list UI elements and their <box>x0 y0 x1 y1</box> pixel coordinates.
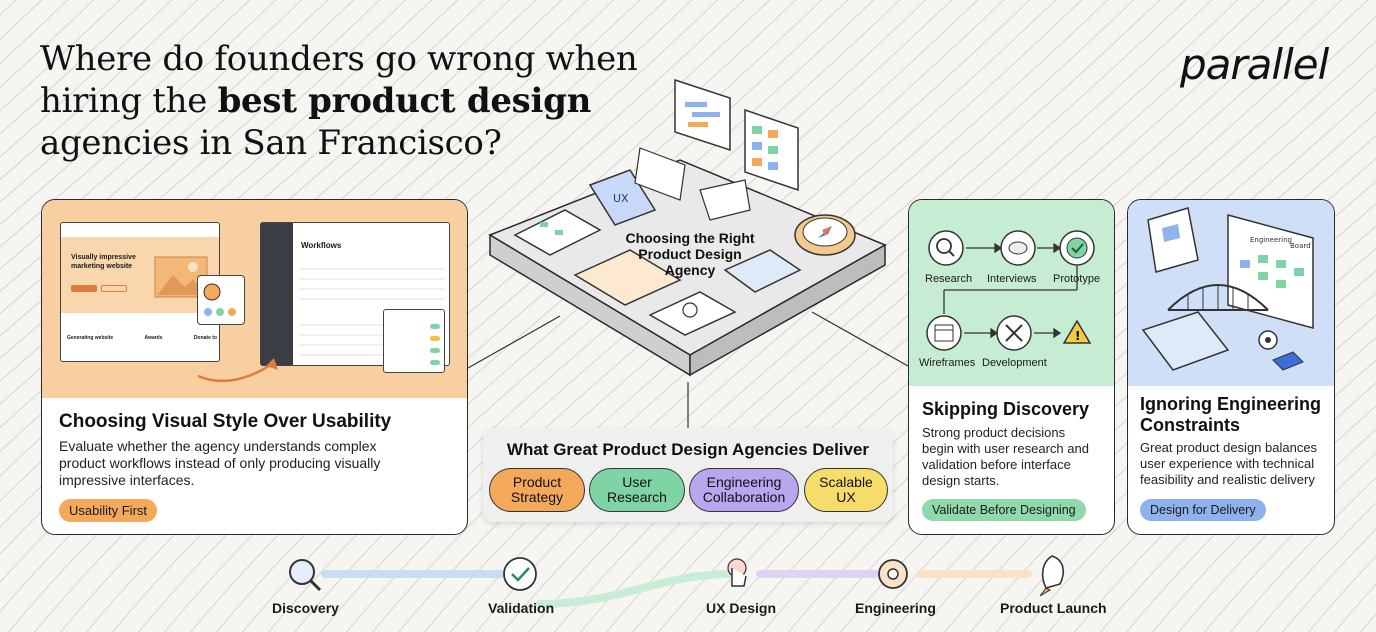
timeline-label-product-launch: Product Launch <box>1000 600 1107 616</box>
svg-text:!: ! <box>1075 329 1080 343</box>
timeline-label-validation: Validation <box>488 600 555 616</box>
warning-triangle-icon: ! <box>1062 319 1092 344</box>
mock-web-heading: Visually impressive marketing website <box>71 254 136 270</box>
video-screen-icon <box>1147 207 1199 273</box>
research-magnifier-icon <box>936 238 955 257</box>
timeline-label-engineering: Engineering <box>855 600 936 616</box>
ux-card-icon: UX <box>588 169 657 226</box>
step-label-interviews: Interviews <box>987 273 1037 285</box>
card-engineering-body: Great product design balances user exper… <box>1140 440 1318 487</box>
avatar-icon <box>203 283 236 316</box>
board-label-board: Board <box>1290 242 1311 250</box>
step-label-prototype: Prototype <box>1053 273 1101 285</box>
headline-line-2: hiring the best product design <box>40 81 592 121</box>
board-label-engineering: Engineering <box>1250 236 1292 244</box>
clipboard-checklist-icon <box>513 209 602 256</box>
loose-papers-icon <box>634 147 751 221</box>
step-label-wireframes: Wireframes <box>919 357 976 369</box>
headline-line-1: Where do founders go wrong when <box>40 39 638 79</box>
arrow-icon <box>197 358 278 383</box>
discovery-flow-diagram: ! <box>926 230 1095 351</box>
card-visual-style-body: Evaluate whether the agency understands … <box>59 438 381 488</box>
gear-icon <box>1258 330 1278 350</box>
card-engineering-title: Ignoring Engineering Constraints <box>1140 394 1321 435</box>
kanban-board-icon: Engineering Board <box>1227 214 1314 329</box>
floating-gantt-screen-icon <box>674 78 731 152</box>
card-discovery-title: Skipping Discovery <box>922 399 1090 419</box>
card-engineering-tag: Design for Delivery <box>1140 499 1266 521</box>
timeline-label-discovery: Discovery <box>272 600 339 616</box>
wireframe-sheet-icon <box>573 249 682 306</box>
floating-grid-screen-icon <box>744 108 799 192</box>
bridge-icon <box>1167 284 1269 311</box>
prototype-check-icon <box>1066 237 1088 259</box>
card-discovery-body: Strong product decisions begin with user… <box>922 425 1089 488</box>
mock-app-title: Workflows <box>301 241 342 250</box>
hand-tap-icon <box>727 558 747 587</box>
card-visual-style-tag: Usability First <box>59 499 158 522</box>
mock-profile-card <box>197 275 245 325</box>
wireframes-layout-icon <box>934 324 954 342</box>
card-discovery-tag: Validate Before Designing <box>922 499 1086 521</box>
tablet-icon <box>1141 311 1230 371</box>
timeline-track <box>289 555 1065 608</box>
magnifier-icon <box>289 559 322 592</box>
mock-web-columns: Generating website Awards Donate to <box>67 335 217 341</box>
rocket-icon <box>1039 555 1065 597</box>
headline-line-3: agencies in San Francisco? <box>40 123 502 163</box>
svg-text:UX: UX <box>613 192 629 205</box>
card-visual-style: Visually impressive marketing website Ge… <box>41 199 468 535</box>
mock-app-side-panel <box>383 309 445 373</box>
engineering-bridge-illustration: Engineering Board <box>1141 207 1314 371</box>
center-platform-illustration: UX <box>488 78 887 377</box>
deliverables-panel: What Great Product Design Agencies Deliv… <box>483 428 893 522</box>
development-tools-icon <box>1005 324 1023 342</box>
headline-emphasis: best product design <box>217 81 592 121</box>
card-visual-style-title: Choosing Visual Style Over Usability <box>59 411 392 432</box>
gear-icon <box>878 559 908 589</box>
mock-marketing-website: Visually impressive marketing website Ge… <box>60 222 220 362</box>
document-stack-icon <box>648 291 737 336</box>
deliverables-title: What Great Product Design Agencies Deliv… <box>506 440 870 459</box>
card-visual-style-illustration: Visually impressive marketing website Ge… <box>42 200 467 398</box>
timeline-label-ux-design: UX Design <box>706 600 777 616</box>
brand-logo: parallel <box>1180 40 1329 89</box>
interviews-chat-icon <box>1008 241 1028 255</box>
step-label-research: Research <box>925 273 973 285</box>
chip-icon <box>1272 351 1304 371</box>
check-circle-icon <box>503 557 537 591</box>
page-headline: Where do founders go wrong when hiring t… <box>40 38 640 164</box>
notes-sheet-icon <box>723 249 802 293</box>
card-skipping-discovery: ! Research Interviews Prototype Wirefram… <box>908 199 1115 535</box>
mock-workflow-app: Workflows <box>260 222 450 373</box>
step-label-development: Development <box>982 357 1047 369</box>
compass-icon <box>794 214 856 256</box>
center-platform-label: Choosing the Right Product Design Agency <box>625 230 755 278</box>
card-engineering-constraints: Engineering Board Ignoring Engineering C… <box>1127 199 1335 535</box>
